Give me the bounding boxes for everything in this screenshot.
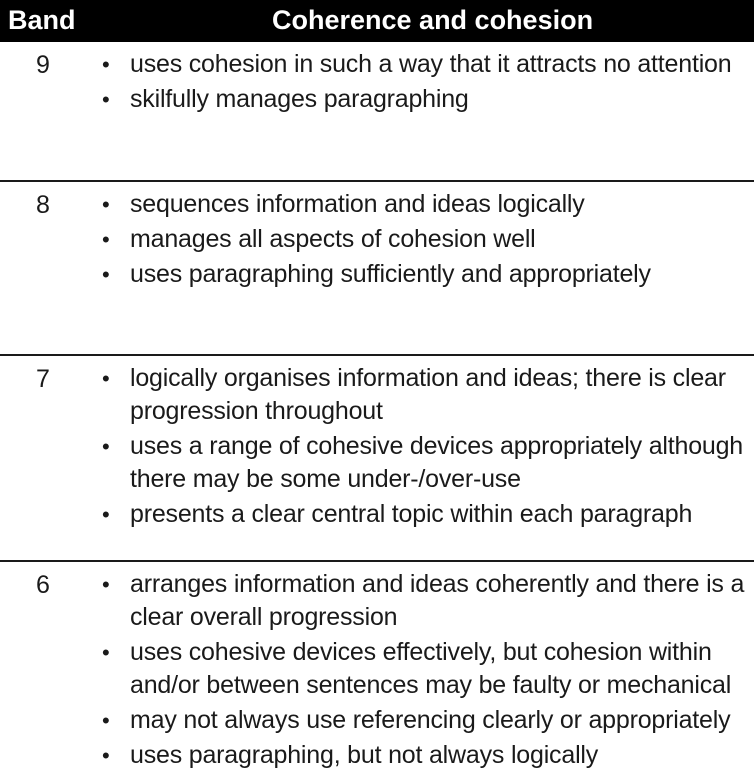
descriptor-item: logically organises information and idea… (100, 362, 750, 428)
table-row-band-7: 7 logically organises information and id… (0, 356, 754, 560)
descriptor-list: logically organises information and idea… (100, 362, 750, 533)
descriptor-list: sequences information and ideas logicall… (100, 188, 750, 293)
band-number: 7 (36, 365, 50, 393)
band-column-header: Band (8, 5, 76, 35)
criterion-column-header: Coherence and cohesion (272, 5, 594, 35)
descriptor-item: sequences information and ideas logicall… (100, 188, 750, 221)
band-number: 6 (36, 571, 50, 599)
descriptor-item: uses paragraphing sufficiently and appro… (100, 258, 750, 291)
descriptor-list: arranges information and ideas coherentl… (100, 568, 750, 774)
band-number: 9 (36, 51, 50, 79)
table-row-band-9: 9 uses cohesion in such a way that it at… (0, 42, 754, 180)
row-divider (0, 560, 754, 562)
table-row-band-6: 6 arranges information and ideas coheren… (0, 562, 754, 772)
descriptor-item: uses a range of cohesive devices appropr… (100, 430, 750, 496)
row-divider (0, 180, 754, 182)
descriptor-item: skilfully manages paragraphing (100, 83, 750, 116)
row-divider (0, 354, 754, 356)
descriptor-list: uses cohesion in such a way that it attr… (100, 48, 750, 118)
descriptor-item: uses cohesion in such a way that it attr… (100, 48, 750, 81)
descriptor-item: manages all aspects of cohesion well (100, 223, 750, 256)
descriptor-item: presents a clear central topic within ea… (100, 498, 750, 531)
descriptor-item: uses paragraphing, but not always logica… (100, 739, 750, 772)
descriptor-item: may not always use referencing clearly o… (100, 704, 750, 737)
table-row-band-8: 8 sequences information and ideas logica… (0, 182, 754, 354)
descriptor-item: uses cohesive devices effectively, but c… (100, 636, 750, 702)
band-number: 8 (36, 191, 50, 219)
table-header: Band Coherence and cohesion (0, 0, 754, 42)
descriptor-item: arranges information and ideas coherentl… (100, 568, 750, 634)
